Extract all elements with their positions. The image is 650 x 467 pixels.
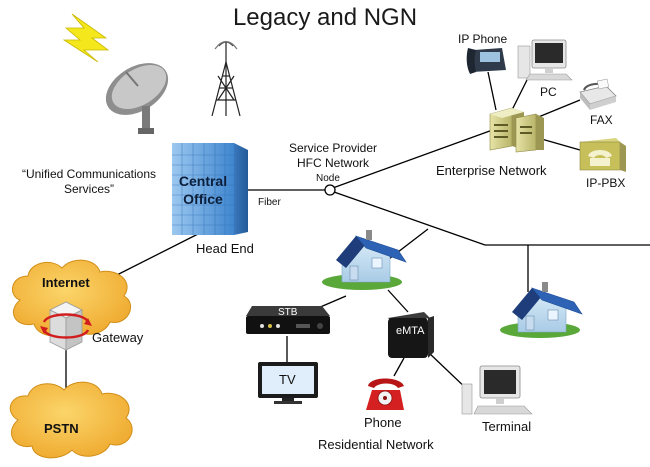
radio-tower-icon [211, 40, 241, 117]
residential-network-label: Residential Network [318, 437, 434, 452]
unified-communications-label: “Unified Communications Services” [21, 167, 157, 196]
ip-phone-icon [466, 48, 506, 74]
emta-modem-icon [388, 312, 434, 358]
connection-lines [65, 71, 650, 398]
office-building-icon [172, 143, 248, 235]
pbx-icon [579, 138, 626, 172]
hfc-network-label: Service Provider HFC Network [288, 141, 378, 170]
gateway-label: Gateway [92, 330, 144, 345]
gateway-box-icon [40, 301, 92, 351]
desktop-computer-icon-pc [517, 39, 573, 81]
desktop-computer-icon-terminal [461, 365, 533, 415]
headend-to-internet-line [104, 233, 199, 282]
stb-label: STB [278, 307, 298, 318]
television-icon [258, 362, 318, 404]
head-end-label: Head End [196, 241, 254, 256]
server-icon [489, 107, 544, 153]
enterprise-to-pc-line [511, 77, 529, 111]
enterprise-network-label: Enterprise Network [436, 163, 547, 178]
pstn-label: PSTN [44, 421, 79, 436]
internet-label: Internet [42, 275, 90, 290]
house-to-stb-line [317, 295, 347, 309]
enterprise-to-fax-line [535, 99, 581, 119]
rotary-phone-icon [366, 378, 404, 410]
fiber-label: Fiber [258, 197, 281, 208]
set-top-box-icon [246, 306, 330, 334]
terminal-label: Terminal [482, 419, 532, 434]
node-to-enterprise-line [329, 127, 499, 190]
node-icon [324, 184, 336, 196]
central-office-label: Central Office [178, 173, 228, 207]
ip-pbx-label: IP-PBX [586, 176, 626, 190]
enterprise-to-ipphone-line [487, 71, 497, 111]
pc-label: PC [540, 85, 557, 99]
house-to-emta-line [387, 289, 409, 313]
ip-phone-label: IP Phone [458, 32, 508, 46]
emta-to-phone-line [393, 357, 405, 377]
node-to-residential-line [333, 191, 486, 246]
house-icon-1 [322, 230, 407, 290]
lightning-icon [62, 13, 110, 63]
house-icon-2 [500, 282, 583, 338]
fax-machine-icon [579, 78, 617, 110]
tv-label: TV [279, 372, 296, 387]
fax-label: FAX [590, 113, 613, 127]
page-title: Legacy and NGN [232, 4, 418, 31]
phone-label: Phone [364, 415, 402, 430]
enterprise-to-pbx-line [537, 137, 581, 151]
satellite-dish-icon [105, 63, 169, 134]
emta-label: eMTA [396, 325, 425, 337]
cloud-icon-pstn [9, 381, 133, 459]
cloud-icon-internet [12, 259, 131, 337]
node-label: Node [316, 173, 340, 184]
